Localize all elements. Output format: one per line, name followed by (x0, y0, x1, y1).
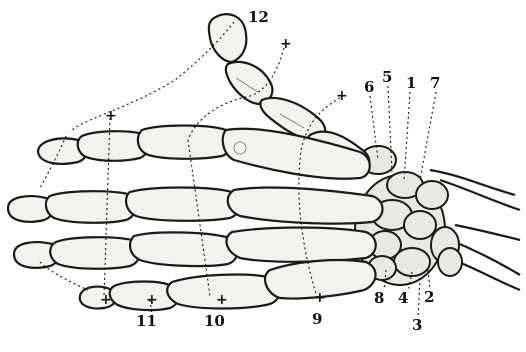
label-8: 8 (374, 289, 384, 307)
label-3: 3 (412, 316, 422, 334)
plus-marker: + (314, 290, 326, 306)
plus-marker: + (280, 36, 292, 52)
label-7: 7 (430, 74, 440, 92)
label-2: 2 (424, 288, 434, 306)
label-6: 6 (364, 78, 374, 96)
label-9: 9 (312, 310, 322, 328)
label-10: 10 (204, 312, 225, 330)
middle-finger-bones (8, 188, 383, 224)
label-12: 12 (248, 8, 269, 26)
label-4: 4 (398, 289, 408, 307)
plus-marker: + (100, 292, 112, 308)
label-11: 11 (136, 312, 157, 330)
plus-marker: + (146, 292, 158, 308)
plus-marker: + (216, 292, 228, 308)
plus-marker: + (336, 88, 348, 104)
plus-marker: + (105, 108, 117, 124)
label-5: 5 (382, 68, 392, 86)
label-1: 1 (406, 74, 416, 92)
